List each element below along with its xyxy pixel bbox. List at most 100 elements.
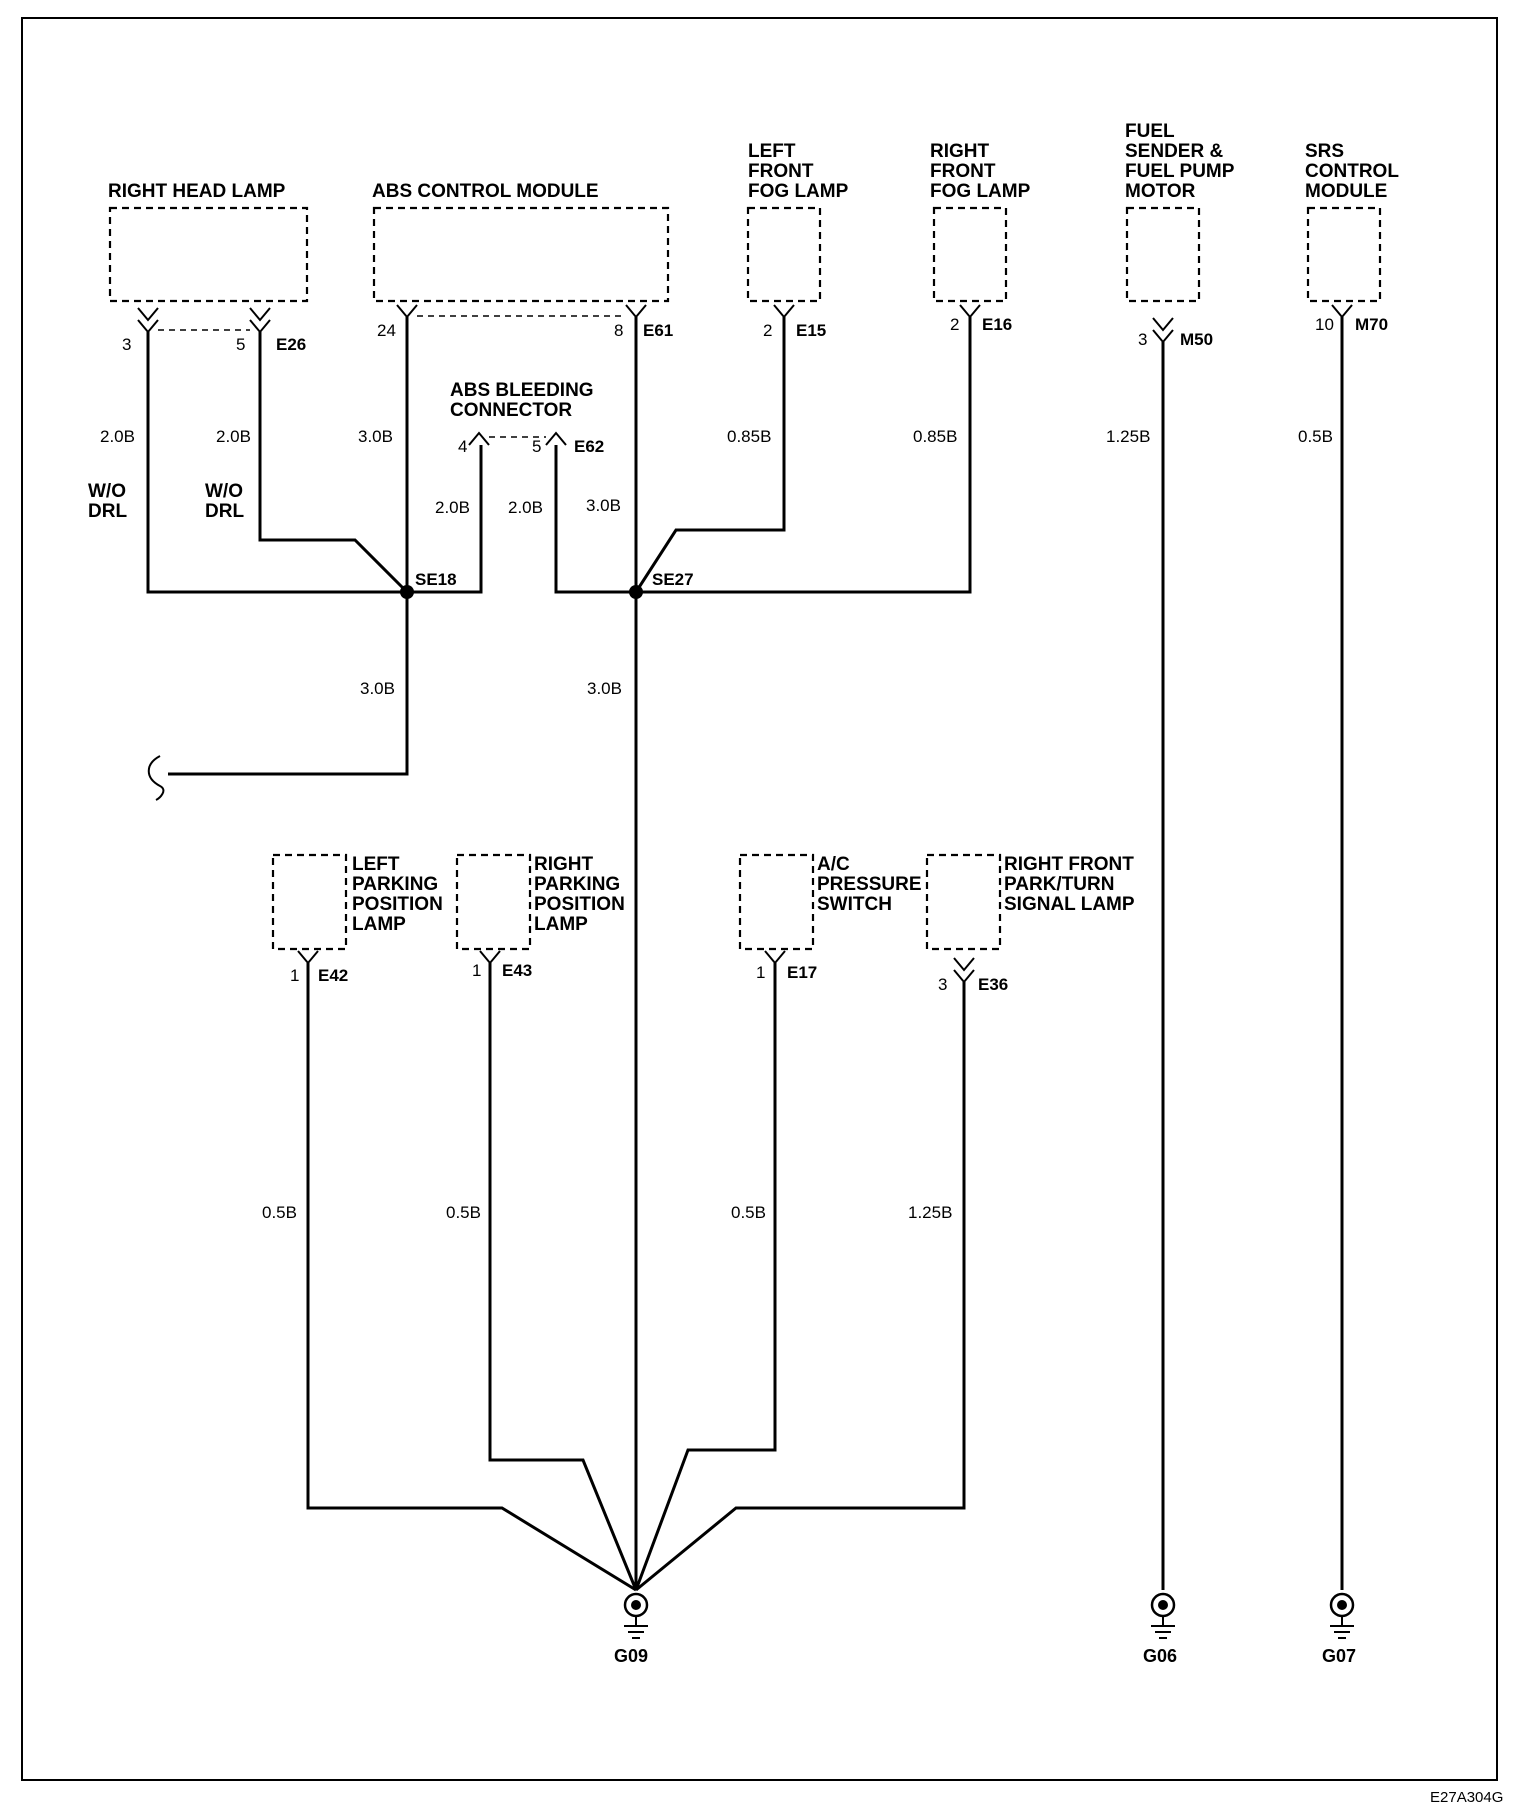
wire-size-label: 0.5B (1298, 427, 1333, 446)
component-abs-bleeding-connector: ABS BLEEDING CONNECTOR 4 5 E62 (450, 380, 604, 456)
component-abs-control-module: ABS CONTROL MODULE (372, 181, 670, 303)
component-label-line: LEFT (748, 141, 796, 162)
connector-m50: 3 M50 (1138, 317, 1213, 349)
wire-size-label: 1.25B (908, 1203, 952, 1222)
wire-size-label: 1.25B (1106, 427, 1150, 446)
component-label-line: FUEL (1125, 121, 1175, 142)
connector-e26: 3 5 E26 (122, 307, 306, 354)
note-line: W/O (205, 481, 243, 502)
connector-id: E42 (318, 966, 348, 985)
component-label-line: MODULE (1305, 181, 1387, 202)
component-label-line: PARK/TURN (1004, 874, 1114, 895)
component-label-line: PRESSURE (817, 874, 922, 895)
ground-g07: G07 (1322, 1592, 1356, 1666)
component-label-line: FOG LAMP (930, 181, 1031, 202)
component-label-line: FOG LAMP (748, 181, 849, 202)
component-label-line: FUEL PUMP (1125, 161, 1235, 182)
connector-id: E16 (982, 315, 1012, 334)
splice-id: SE18 (415, 570, 457, 589)
connector-m70: 10 M70 (1315, 304, 1388, 334)
component-label-line: LEFT (352, 854, 400, 875)
component-box (925, 853, 1002, 951)
wire-size-label: 3.0B (586, 496, 621, 515)
wire-size-label: 2.0B (508, 498, 543, 517)
connector-id: E62 (574, 437, 604, 456)
component-label-line: SENDER & (1125, 141, 1223, 162)
wire-size-label: 2.0B (435, 498, 470, 517)
wire-size-label: 0.85B (913, 427, 957, 446)
component-right-head-lamp: RIGHT HEAD LAMP (108, 181, 309, 303)
component-label-line: FRONT (930, 161, 996, 182)
pin-number: 3 (122, 335, 131, 354)
component-box (372, 206, 670, 303)
wire-size-label: 0.85B (727, 427, 771, 446)
component-label-line: CONTROL (1305, 161, 1399, 182)
wire-size-label: 2.0B (216, 427, 251, 446)
component-label-line: FRONT (748, 161, 814, 182)
pin-number: 2 (950, 315, 959, 334)
component-label-line: POSITION (352, 894, 443, 915)
pin-number: 5 (532, 437, 541, 456)
pin-number: 2 (763, 321, 772, 340)
component-label-line: LAMP (352, 914, 406, 935)
component-label-line: A/C (817, 854, 850, 875)
wire-size-label: 0.5B (446, 1203, 481, 1222)
pin-number: 8 (614, 321, 623, 340)
splice-dot-se18 (400, 585, 414, 599)
component-label-line: SIGNAL LAMP (1004, 894, 1135, 915)
pin-number: 10 (1315, 315, 1334, 334)
connector-id: E36 (978, 975, 1008, 994)
wires-lower (306, 963, 966, 1592)
connector-id: E26 (276, 335, 306, 354)
component-box (455, 853, 532, 951)
ground-g09: G09 (614, 1592, 649, 1666)
connector-e61: 24 8 E61 (377, 304, 673, 340)
wire-size-label: 2.0B (100, 427, 135, 446)
ground-id: G07 (1322, 1646, 1356, 1666)
component-box (108, 206, 309, 303)
wire-size-label: 0.5B (731, 1203, 766, 1222)
component-box (738, 853, 815, 951)
note-line: DRL (88, 501, 127, 522)
splice-id: SE27 (652, 570, 694, 589)
component-box (746, 206, 822, 303)
connector-id: M70 (1355, 315, 1388, 334)
component-right-front-fog-lamp: RIGHT FRONT FOG LAMP (930, 141, 1031, 303)
connector-id: E17 (787, 963, 817, 982)
pin-number: 1 (290, 966, 299, 985)
pin-number: 1 (472, 961, 481, 980)
wires-upper (146, 317, 1344, 1590)
component-label-line: RIGHT FRONT (1004, 854, 1134, 875)
ground-id: G06 (1143, 1646, 1177, 1666)
connector-e15: 2 E15 (763, 304, 826, 340)
pin-number: 24 (377, 321, 396, 340)
wire-size-label: 0.5B (262, 1203, 297, 1222)
pin-number: 5 (236, 335, 245, 354)
component-fuel-sender-pump: FUEL SENDER & FUEL PUMP MOTOR (1125, 121, 1235, 303)
component-srs-control-module: SRS CONTROL MODULE (1305, 141, 1399, 303)
note-line: W/O (88, 481, 126, 502)
connector-id: M50 (1180, 330, 1213, 349)
connector-id: E61 (643, 321, 673, 340)
ground-g06: G06 (1143, 1592, 1177, 1666)
component-label: ABS CONTROL MODULE (372, 181, 599, 202)
component-box (1125, 206, 1201, 303)
wire-size-label: 3.0B (358, 427, 393, 446)
pin-number: 3 (1138, 330, 1147, 349)
component-box (271, 853, 348, 951)
ground-id: G09 (614, 1646, 648, 1666)
splice-dot-se27 (629, 585, 643, 599)
component-label-line: RIGHT (930, 141, 990, 162)
component-ac-pressure-switch: A/C PRESSURE SWITCH 1 E17 (738, 853, 922, 982)
connector-id: E15 (796, 321, 826, 340)
component-label-line: RIGHT (534, 854, 594, 875)
component-left-front-fog-lamp: LEFT FRONT FOG LAMP (746, 141, 849, 303)
component-label-line: POSITION (534, 894, 625, 915)
component-label-line: PARKING (534, 874, 620, 895)
diagram-code: E27A304G (1430, 1789, 1503, 1806)
pin-number: 3 (938, 975, 947, 994)
component-label-line: SWITCH (817, 894, 892, 915)
diagram-frame (21, 17, 1498, 1781)
component-label-line: PARKING (352, 874, 438, 895)
